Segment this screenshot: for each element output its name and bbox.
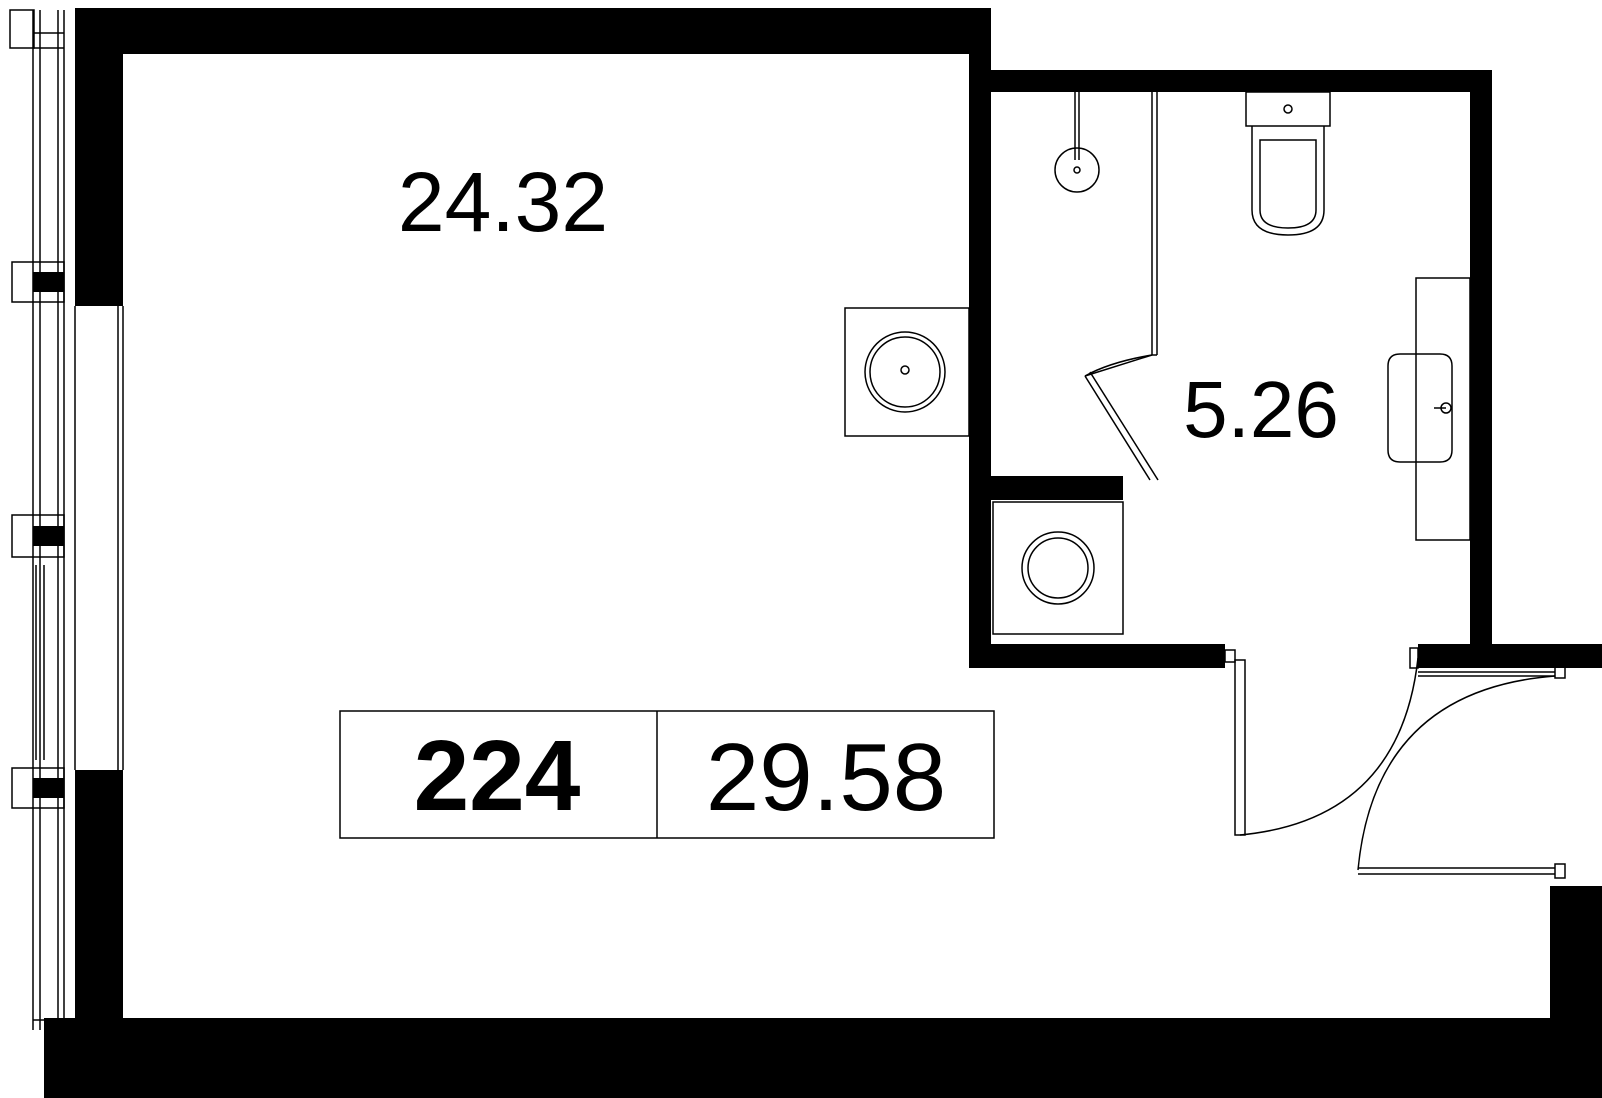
entrance-door xyxy=(1357,647,1566,879)
main-room-area-label: 24.32 xyxy=(398,155,608,249)
walls xyxy=(44,8,1602,1098)
toilet xyxy=(1245,91,1331,236)
window-opening xyxy=(74,306,124,770)
bathroom-area-label: 5.26 xyxy=(1183,365,1339,454)
apartment-total-area: 29.58 xyxy=(706,724,946,831)
washing-machine xyxy=(992,501,1124,635)
facade-window-strip xyxy=(9,9,65,1031)
apartment-number: 224 xyxy=(414,720,581,832)
kitchen-sink-unit xyxy=(844,307,970,437)
apartment-info-box: 224 29.58 xyxy=(339,710,995,839)
bathroom-door xyxy=(1224,649,1419,836)
bathroom-vanity xyxy=(1387,277,1471,541)
shower xyxy=(1054,92,1159,481)
